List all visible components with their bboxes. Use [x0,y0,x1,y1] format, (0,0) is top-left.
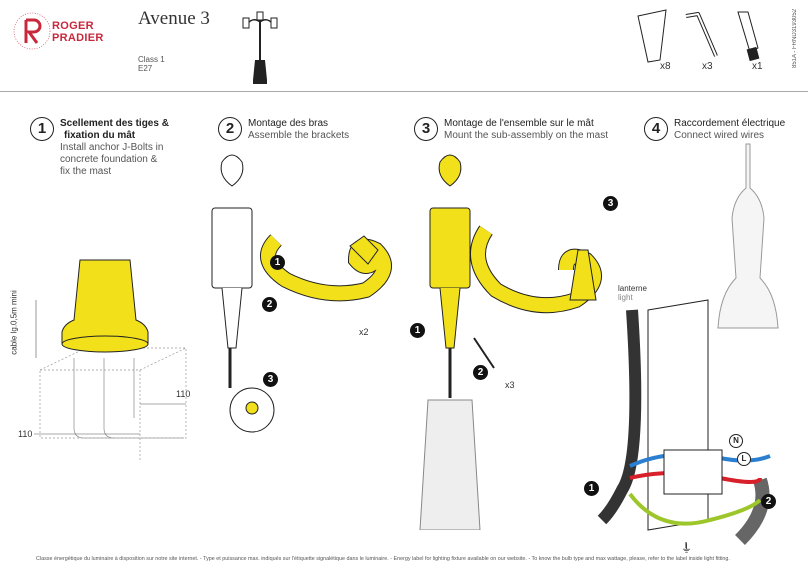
step-4-number: 4 [644,117,668,141]
product-name: Avenue 3 [138,8,210,29]
grease-tube-icon [737,11,760,62]
step-4-illustration [597,143,779,548]
step-1-heading: Scellement des tiges & fixation du mât I… [60,118,169,178]
step-3-number: 3 [414,117,438,141]
step-2-number: 2 [218,117,242,141]
mast-top [717,143,779,329]
live-marker: L [737,452,751,466]
step-1-title-fr2: fixation du mât [64,130,136,141]
junction-plate [647,299,709,531]
cable-length-label: cable lg.0,5m mini [9,290,19,355]
dim-110-left: 110 [18,429,33,439]
j-bolts [73,358,184,439]
qty-grease-tube: x1 [752,61,763,72]
step-4-callout-2: 2 [761,494,776,509]
qty-bracket: x8 [660,61,671,72]
step-4-title-fr: Raccordement électrique [674,118,786,129]
step-2-callout-2: 2 [262,297,277,312]
bracket-part-icon [637,9,667,63]
lanterne-label: lanterne [618,284,647,293]
finial-yellow [438,154,462,187]
step-3-title-en: Mount the sub-assembly on the mast [444,130,608,141]
step-1-number: 1 [30,117,54,141]
step-4-callout-1: 1 [584,481,599,496]
finial [220,154,244,187]
footer-note: Classe énergétique du luminaire à dispos… [36,556,730,562]
green-wire [628,492,762,526]
brand-logo [13,12,51,50]
step-2-callout-3: 3 [263,372,278,387]
step-1-title-fr: Scellement des tiges & [60,118,169,129]
neutral-marker: N [729,434,743,448]
step-2-heading: Montage des bras Assemble the brackets [248,118,349,142]
brand-name-line2: PRADIER [52,32,104,44]
light-label: light [618,293,633,302]
product-class: Class 1 [138,55,165,64]
earth-icon: ⏚ [681,543,692,555]
step-1-title-en: Install anchor J-Bolts in [60,142,164,153]
step-3-callout-1: 1 [410,323,425,338]
step-3-title-fr: Montage de l'ensemble sur le mât [444,118,594,129]
step-4-heading: Raccordement électrique Connect wired wi… [674,118,785,142]
header-divider [0,91,808,92]
step-3-illustration [419,154,602,530]
step-2-illustration [211,154,392,433]
concrete-block [39,347,187,460]
allen-key-icon [685,12,718,57]
step-3-heading: Montage de l'ensemble sur le mât Mount t… [444,118,608,142]
key-qty-label: x3 [505,380,515,390]
step-2-title-fr: Montage des bras [248,118,329,129]
brand-name-line1: ROGER [52,20,94,32]
qty-allen-key: x3 [702,61,713,72]
dim-110-right: 110 [176,389,191,399]
step-2-callout-1: 1 [270,255,285,270]
lamp-thumbnail-icon [242,11,278,84]
step-3-callout-3: 3 [603,196,618,211]
brand-name: ROGER PRADIER [52,20,104,44]
black-cable [597,309,642,525]
step-1-illustration [34,259,187,460]
step-3-callout-2: 2 [473,365,488,380]
step-4-title-en: Connect wired wires [674,130,765,141]
product-socket: E27 [138,64,153,73]
step-2-title-en: Assemble the brackets [248,130,350,141]
step-1-title-en2: concrete foundation & [60,154,158,165]
doc-reference: 851A - FRND3193052 [792,8,798,68]
step-1-title-en3: fix the mast [60,166,112,177]
bracket-qty-label: x2 [359,327,369,337]
